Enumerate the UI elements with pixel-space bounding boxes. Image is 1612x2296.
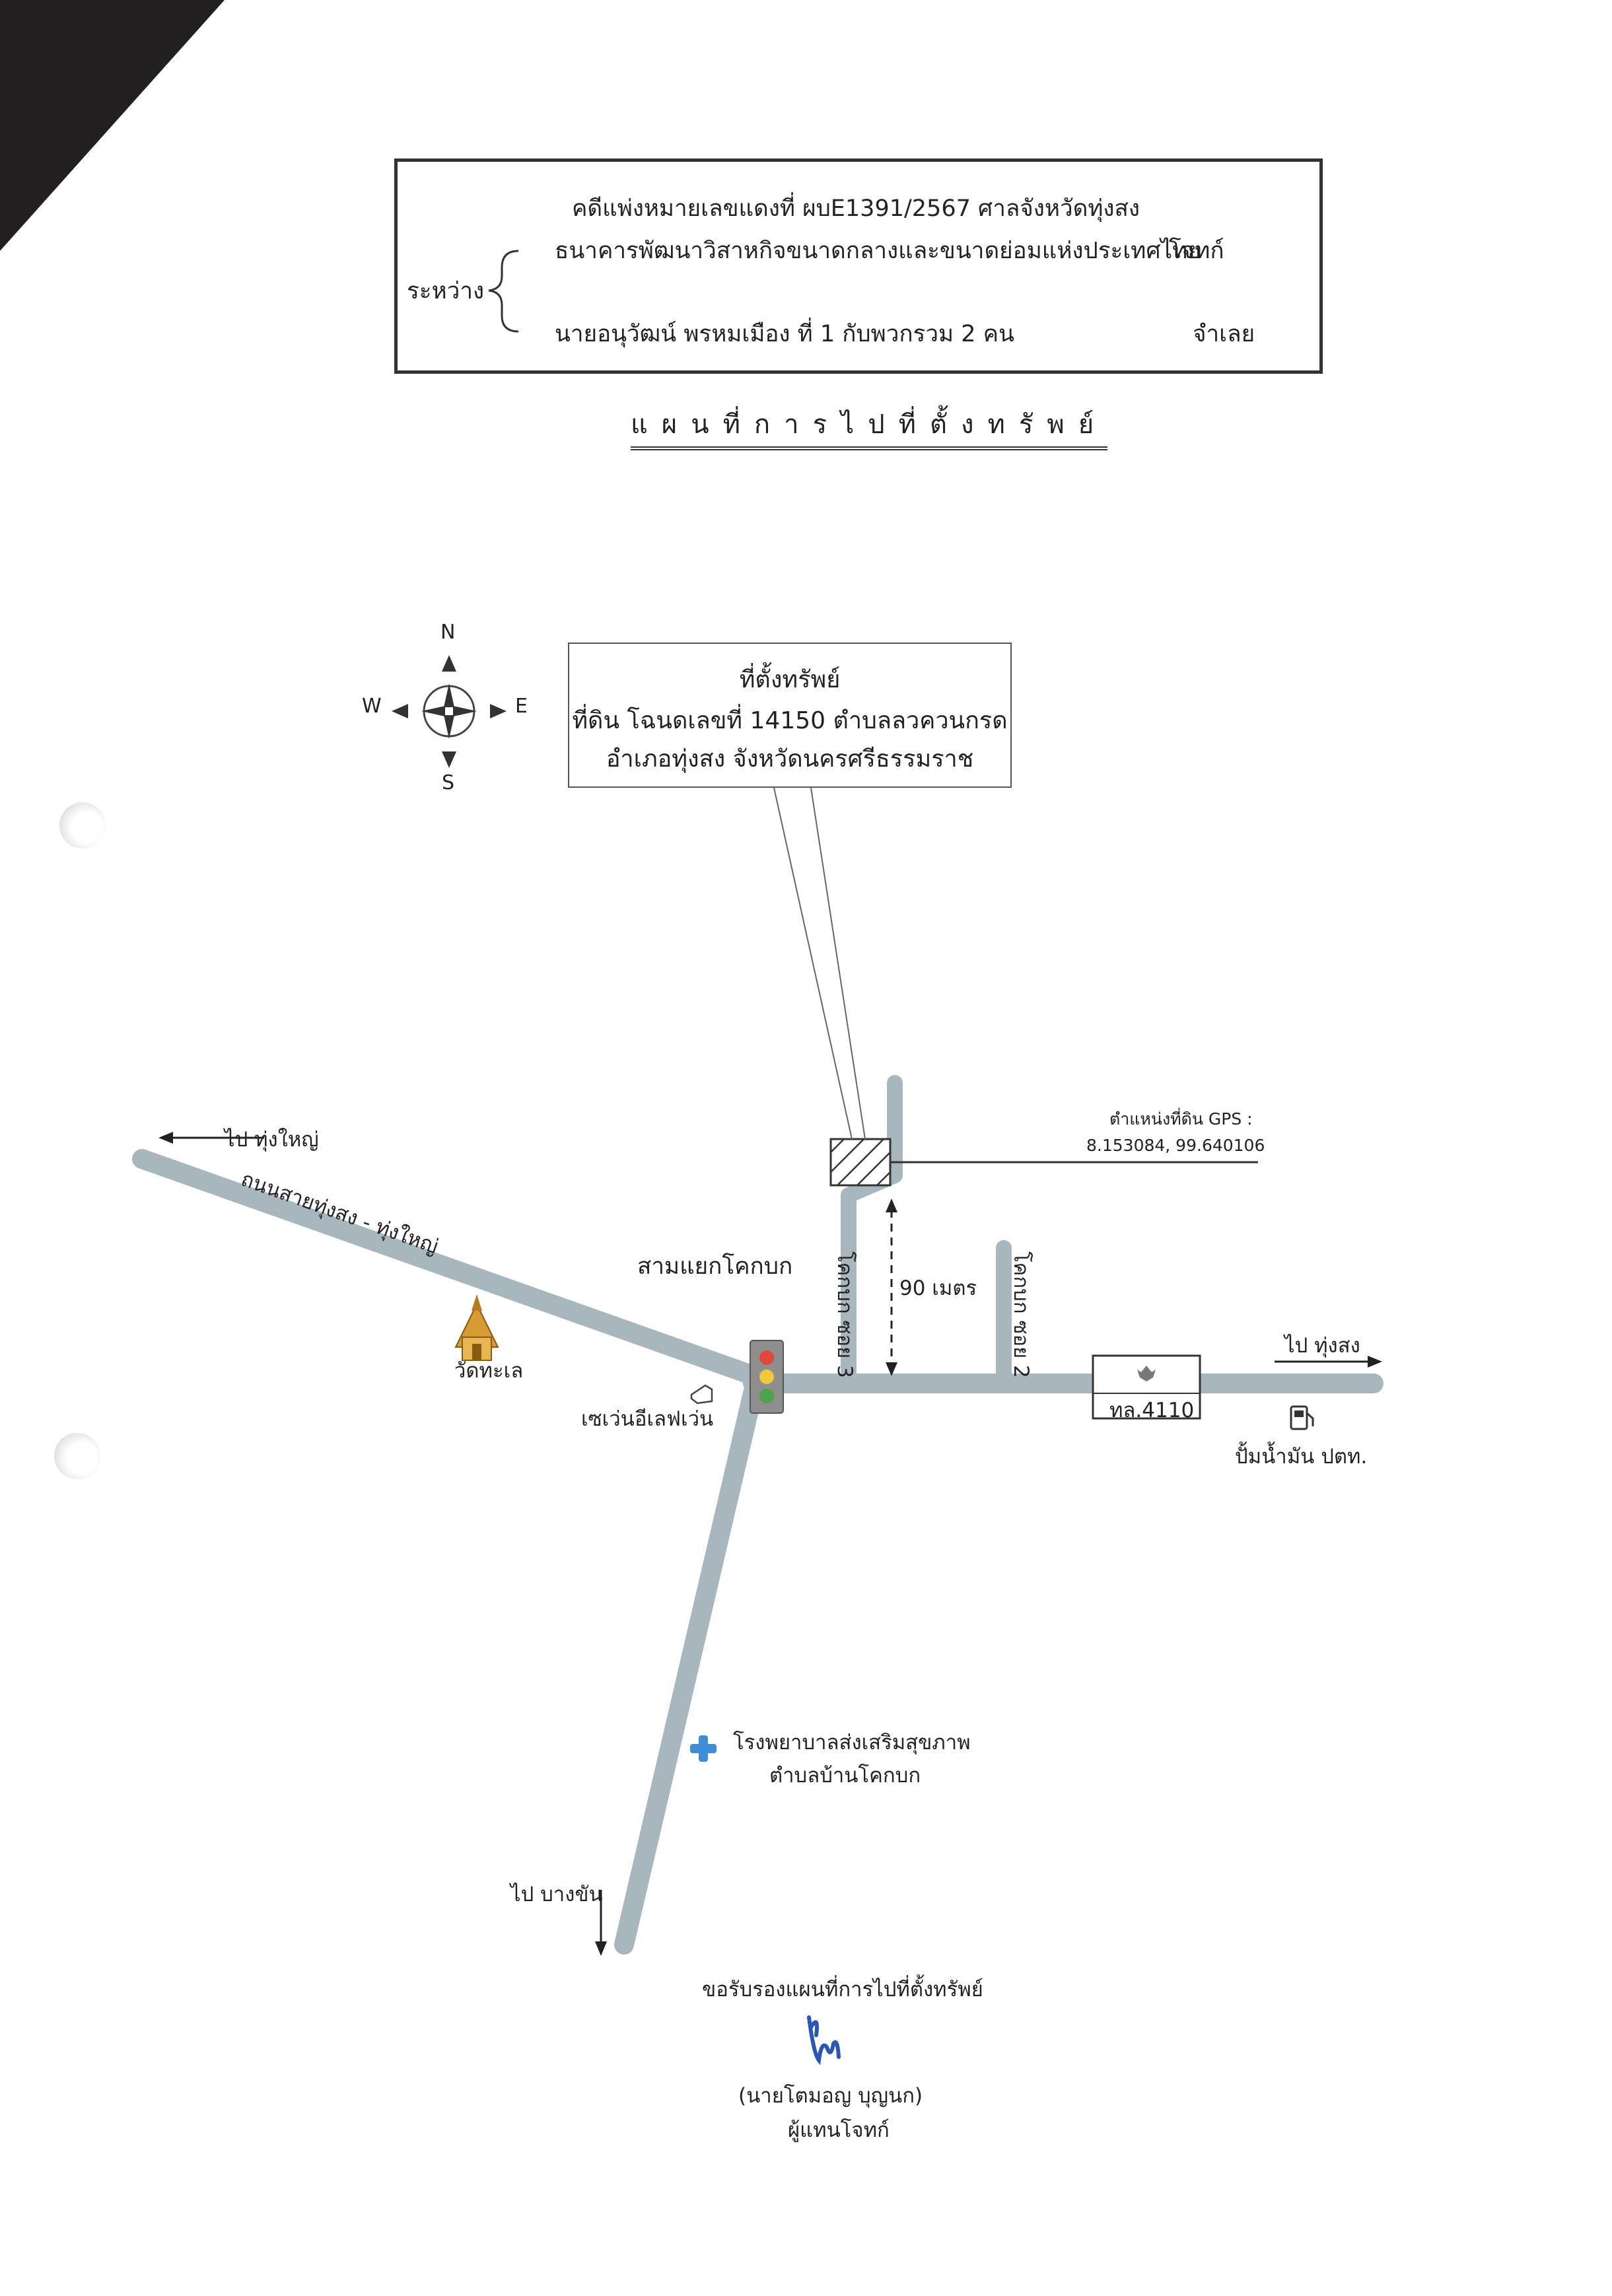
label-distance: 90 เมตร — [899, 1276, 977, 1300]
defendant-role: จำเลย — [1193, 321, 1255, 347]
compass-west: W — [362, 695, 382, 718]
label-hospital-line1: โรงพยาบาลส่งเสริมสุขภาพ — [733, 1731, 971, 1755]
certify-text: ขอรับรองแผนที่การไปที่ตั้งทรัพย์ — [702, 1978, 983, 2001]
label-to-bangkhan: ไป บางขัน — [510, 1883, 603, 1906]
defendant-name: นายอนุวัฒน์ พรหมเมือง ที่ 1 กับพวกรวม 2 … — [555, 321, 1014, 347]
property-callout: ที่ตั้งทรัพย์ ที่ดิน โฉนดเลขที่ 14150 ตำ… — [568, 643, 1012, 788]
compass-rose-icon — [392, 655, 507, 768]
signer-role: ผู้แทนโจทก์ — [788, 2118, 890, 2142]
road-thungsong-thungyai — [132, 1149, 776, 1390]
plaintiff-role: โจทก์ — [1169, 238, 1224, 264]
signature-mark — [807, 2015, 841, 2066]
compass-south: S — [442, 771, 455, 794]
signer-name: (นายโตมอญ บุญนก) — [738, 2084, 923, 2108]
compass-east: E — [515, 695, 528, 718]
gps-value: 8.153084, 99.640106 — [1086, 1136, 1265, 1155]
punch-hole-top — [59, 802, 106, 849]
hospital-cross-icon — [690, 1735, 717, 1762]
between-label: ระหว่าง — [407, 278, 485, 304]
scan-corner-shadow — [0, 0, 225, 251]
shop-icon — [690, 1384, 713, 1405]
label-seven-eleven: เซเว่นอีเลฟเว่น — [581, 1407, 714, 1431]
callout-pointer-left — [773, 787, 853, 1140]
label-junction: สามแยกโคกบก — [637, 1253, 793, 1280]
between-brace — [488, 250, 519, 333]
callout-location-line: อำเภอทุ่งสง จังหวัดนครศรีธรรมราช — [606, 746, 974, 773]
gps-label: ตำแหน่งที่ดิน GPS : — [1109, 1109, 1253, 1129]
callout-pointer-right — [810, 787, 866, 1140]
callout-deed-line: ที่ดิน โฉนดเลขที่ 14150 ตำบลลวควนกรด — [572, 707, 1008, 734]
label-to-thungyai: ไป ทุ่งใหญ่ — [225, 1128, 319, 1152]
plaintiff-name: ธนาคารพัฒนาวิสาหกิจขนาดกลางและขนาดย่อมแห… — [555, 238, 1201, 264]
parcel-hatching — [830, 1138, 891, 1186]
road-to-bangkhan — [614, 1383, 763, 1955]
case-header-box — [394, 158, 1323, 374]
label-highway: ทล.4110 — [1109, 1399, 1195, 1422]
gas-pump-icon — [1290, 1405, 1314, 1430]
distance-arrow-down — [886, 1362, 897, 1376]
label-gas-station: ปั้มน้ำมัน ปตท. — [1235, 1445, 1368, 1469]
label-soi-3: โคกบก ซอย 3 — [833, 1251, 857, 1378]
compass-north: N — [440, 621, 456, 644]
garuda-emblem-icon — [1137, 1366, 1156, 1381]
temple-icon — [454, 1294, 499, 1361]
traffic-light-icon — [750, 1340, 784, 1414]
label-temple: วัดทะเล — [454, 1359, 524, 1383]
case-number-line: คดีแพ่งหมายเลขแดงที่ ผบE1391/2567 ศาลจัง… — [572, 195, 1140, 222]
distance-arrow-up — [886, 1199, 897, 1212]
map-title: แผนที่การไปที่ตั้งทรัพย์ — [631, 403, 1108, 450]
punch-hole-bottom — [54, 1433, 100, 1479]
callout-heading: ที่ตั้งทรัพย์ — [739, 666, 841, 693]
highway-sign — [1092, 1354, 1201, 1420]
label-to-thungsong: ไป ทุ่งสง — [1284, 1334, 1360, 1358]
label-soi-2: โคกบก ซอย 2 — [1009, 1251, 1033, 1378]
label-hospital-line2: ตำบลบ้านโคกบก — [769, 1764, 921, 1788]
